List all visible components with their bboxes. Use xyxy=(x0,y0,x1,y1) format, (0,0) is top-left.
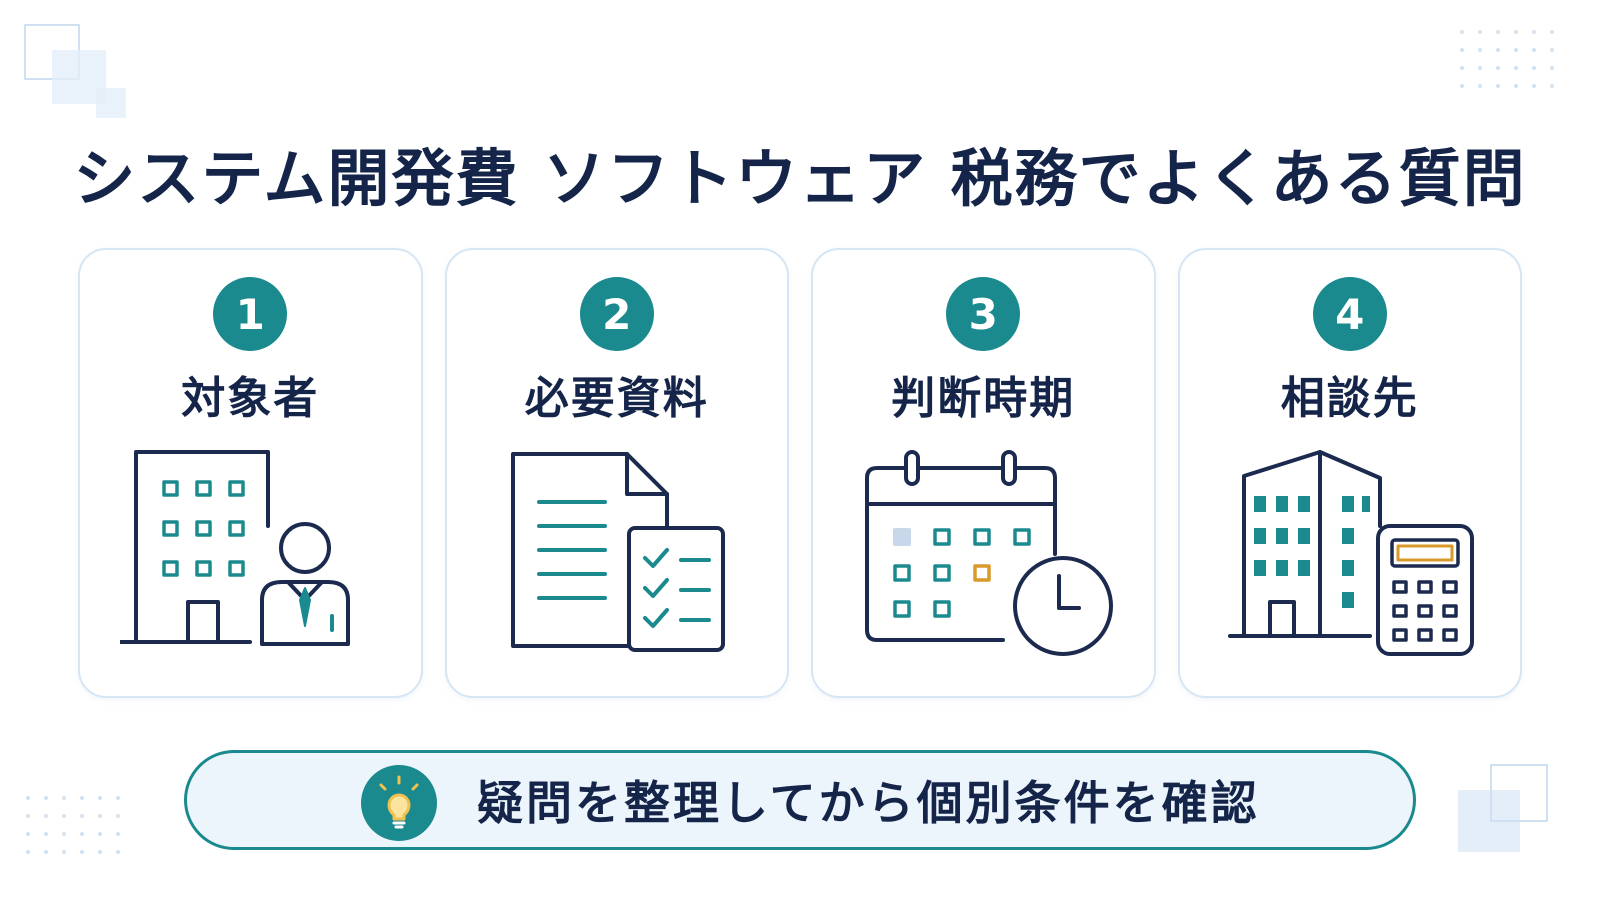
faq-card-documents[interactable]: 2 必要資料 xyxy=(444,248,789,698)
lightbulb-icon xyxy=(361,765,437,841)
building-person-icon xyxy=(118,450,380,670)
decor-dots-bottom-left xyxy=(26,796,120,854)
decor-square-outline-bottom-right xyxy=(1490,764,1548,822)
page-title: システム開発費 ソフトウェア 税務でよくある質問 xyxy=(73,142,1527,215)
card-label: 対象者 xyxy=(181,373,320,424)
card-number-badge: 1 xyxy=(213,277,288,351)
card-label: 必要資料 xyxy=(524,373,709,424)
tip-banner: 疑問を整理してから個別条件を確認 xyxy=(184,750,1416,850)
decor-square-fill-top-left-small xyxy=(96,88,126,118)
card-label: 判断時期 xyxy=(891,373,1076,424)
card-number-badge: 3 xyxy=(946,277,1021,351)
faq-card-timing[interactable]: 3 判断時期 xyxy=(811,248,1156,698)
tip-text: 疑問を整理してから個別条件を確認 xyxy=(477,776,1260,830)
document-checklist-icon xyxy=(487,450,747,670)
faq-card-target[interactable]: 1 対象者 xyxy=(78,248,423,698)
decor-dots-top-right xyxy=(1460,30,1554,88)
calendar-clock-icon xyxy=(853,450,1114,670)
building-calculator-icon xyxy=(1220,450,1480,670)
card-number-badge: 4 xyxy=(1312,277,1387,351)
card-label: 相談先 xyxy=(1280,373,1419,424)
card-number-badge: 2 xyxy=(579,277,654,351)
faq-card-consultation[interactable]: 4 相談先 xyxy=(1177,248,1522,698)
faq-card-grid: 1 対象者 2 必要資料 xyxy=(78,248,1522,698)
